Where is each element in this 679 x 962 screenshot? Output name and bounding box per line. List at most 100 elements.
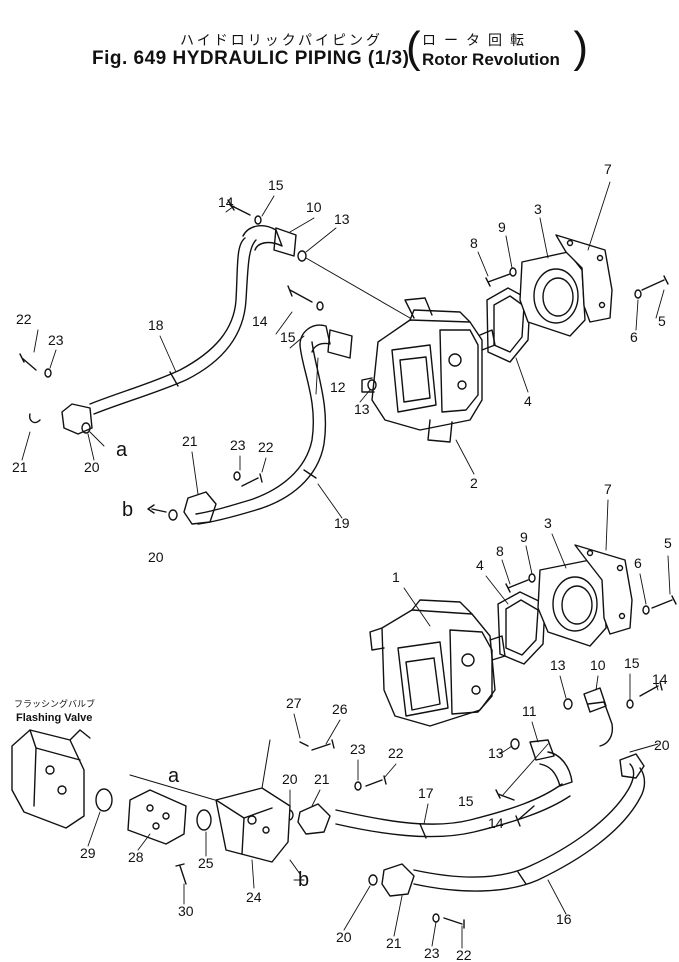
washer-15-mid (316, 301, 324, 311)
callout-19: 19 (334, 515, 350, 531)
right-paren-glyph: ) (573, 23, 588, 72)
callout-10: 10 (306, 199, 322, 215)
callout-14: 14 (652, 671, 668, 687)
callout-2: 2 (470, 475, 478, 491)
callout-25: 25 (198, 855, 214, 871)
bolt-22-mid (241, 473, 263, 487)
hydraulic-motor-upper (361, 297, 496, 443)
o-ring-29 (95, 788, 113, 812)
bolt-22-bottom (443, 917, 465, 929)
leader-20-lower-right (629, 743, 659, 753)
callout-21: 21 (12, 459, 28, 475)
figure-title-english: Fig. 649 HYDRAULIC PIPING (1/3) (92, 48, 410, 69)
callout-4: 4 (476, 557, 484, 573)
bolt-26 (311, 739, 335, 751)
o-ring-13-lower-b (510, 738, 520, 750)
callout-9: 9 (498, 219, 506, 235)
callout-14: 14 (218, 194, 234, 210)
callout-21: 21 (314, 771, 330, 787)
washer-23-lower-mid (354, 781, 362, 791)
arrow-b-head (147, 504, 155, 514)
washer-23-upper-left (44, 368, 52, 378)
callout-22: 22 (456, 947, 472, 962)
arrow-b-upper (151, 508, 167, 513)
callout-27: 27 (286, 695, 302, 711)
gasket-lower (497, 591, 546, 665)
callout-7: 7 (604, 161, 612, 177)
callout-20: 20 (84, 459, 100, 475)
reference-a: a (116, 439, 128, 461)
bolt-22-upper-left (19, 353, 37, 371)
o-ring-13-lower-a (563, 698, 573, 710)
callout-13: 13 (550, 657, 566, 673)
callout-20: 20 (282, 771, 298, 787)
callout-23: 23 (424, 945, 440, 961)
callout-15: 15 (624, 655, 640, 671)
figure-title-block: ハイドロリックパイピング Fig. 649 HYDRAULIC PIPING (… (0, 0, 679, 80)
callout-6: 6 (630, 329, 638, 345)
hose-18 (89, 237, 257, 415)
o-ring-20-mid (168, 509, 178, 521)
callout-13: 13 (334, 211, 350, 227)
elbow-10-upper (242, 225, 297, 257)
callout-15: 15 (268, 177, 284, 193)
o-ring-13-upper-a (297, 250, 307, 262)
bolt-8-lower (505, 579, 529, 593)
flashing-valve-label-japanese: フラッシングバルブ (14, 700, 96, 710)
bolt-8-upper (485, 273, 511, 287)
washer-27 (299, 741, 309, 747)
callout-23: 23 (48, 332, 64, 348)
callout-11: 11 (522, 703, 537, 719)
split-flange-21-lower-mid (297, 803, 331, 835)
leader-line-13 (305, 257, 411, 319)
callout-8: 8 (496, 543, 504, 559)
split-flange-21-lower-right (619, 753, 645, 779)
callout-23: 23 (350, 741, 366, 757)
flashing-valve-label-english: Flashing Valve (16, 712, 93, 724)
hose-16 (413, 763, 646, 892)
flange-upper (519, 251, 586, 337)
split-flange-left-upper (28, 403, 93, 435)
split-flange-21-mid (183, 491, 217, 525)
hydraulic-motor-lower (369, 599, 506, 727)
reference-b: b (122, 499, 133, 521)
callout-15: 15 (458, 793, 474, 809)
washer-9-lower (528, 573, 536, 583)
callout-26: 26 (332, 701, 348, 717)
bolt-14-mid (287, 285, 313, 303)
callout-3: 3 (534, 201, 542, 217)
bolt-14-lower-b (515, 805, 535, 827)
washer-23-mid (233, 471, 241, 481)
washer-15-upper (254, 215, 262, 225)
callout-9: 9 (520, 529, 528, 545)
callout-5: 5 (658, 313, 666, 329)
callout-30: 30 (178, 903, 194, 919)
callout-18: 18 (148, 317, 164, 333)
callout-4: 4 (524, 393, 532, 409)
callout-21: 21 (182, 433, 198, 449)
callout-23: 23 (230, 437, 246, 453)
bolt-5-lower (651, 595, 677, 609)
callout-16: 16 (556, 911, 572, 927)
callout-15: 15 (280, 329, 296, 345)
title-qualifier: ( ロータ回転 Rotor Revolution ) (406, 26, 588, 72)
washer-9-upper (509, 267, 517, 277)
callout-29: 29 (80, 845, 96, 861)
split-flange-21-bottom (381, 863, 415, 897)
callout-6: 6 (634, 555, 642, 571)
callout-22: 22 (258, 439, 274, 455)
callout-20: 20 (654, 737, 670, 753)
bolt-30 (175, 863, 187, 885)
qualifier-japanese: ロータ回転 (422, 33, 532, 49)
washer-23-bottom (432, 913, 440, 923)
bracket-plate-upper (555, 234, 613, 323)
washer-6-lower (642, 605, 650, 615)
callout-17: 17 (418, 785, 434, 801)
callout-5: 5 (664, 535, 672, 551)
o-ring-20-bottom (368, 874, 378, 886)
callout-8: 8 (470, 235, 478, 251)
reference-b: b (298, 869, 309, 891)
elbow-12 (299, 324, 353, 359)
bracket-plate-lower (574, 544, 633, 635)
callout-12: 12 (330, 379, 346, 395)
